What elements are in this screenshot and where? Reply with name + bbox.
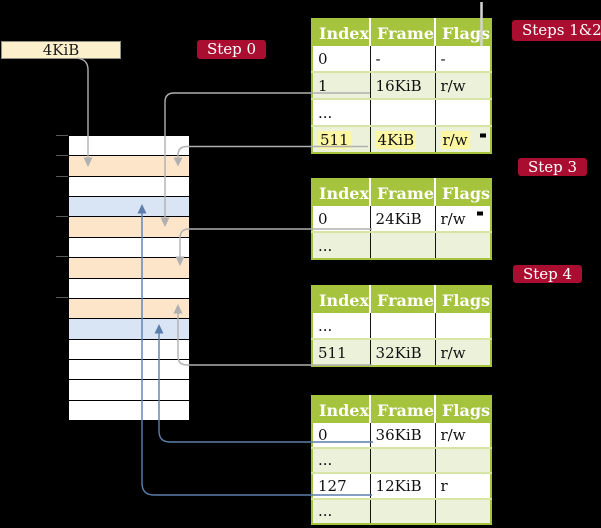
- table-row: 511 32KiB r/w: [312, 338, 492, 366]
- cell-flags: r/w: [435, 125, 492, 153]
- cell-flags: r/w: [435, 71, 492, 99]
- cell-frame: [370, 98, 436, 126]
- table-header-row: Index Frame Flags: [312, 19, 492, 46]
- cell-index: 1: [312, 71, 371, 99]
- highlighted-value: 4KiB: [375, 130, 417, 149]
- memory-tick: [56, 155, 68, 156]
- highlighted-value: 511: [318, 130, 351, 149]
- cell-frame: 4KiB: [370, 125, 436, 153]
- physical-memory-column: [68, 135, 190, 421]
- cell-frame: 16KiB: [370, 71, 436, 99]
- memory-row-white: [69, 380, 189, 401]
- cell-index: 511: [312, 125, 371, 153]
- cell-frame: [370, 497, 436, 524]
- cell-flags: r/w: [435, 423, 492, 448]
- cell-frame: [370, 231, 436, 259]
- page-table-step-3: Index Frame Flags 0 24KiB r/w ...: [311, 178, 493, 260]
- table-header-row: Index Frame Flags: [312, 396, 492, 423]
- cell-index: ...: [312, 98, 371, 126]
- header-flags: Flags: [435, 396, 492, 423]
- page-table-steps-1-2: Index Frame Flags 0 - - 1 16KiB r/w ... …: [311, 18, 493, 154]
- header-index: Index: [312, 19, 372, 46]
- cell-frame: [370, 446, 436, 473]
- cell-flags: [435, 497, 492, 524]
- table-row-highlighted: 511 4KiB r/w: [312, 125, 492, 153]
- table-header-row: Index Frame Flags: [312, 179, 492, 206]
- cell-index: 0: [312, 423, 371, 448]
- cell-index: 127: [312, 472, 371, 499]
- memory-tick: [56, 256, 68, 257]
- table-row: ...: [312, 98, 492, 126]
- cell-frame: 24KiB: [370, 206, 436, 232]
- header-frame: Frame: [370, 286, 437, 313]
- header-index: Index: [312, 396, 372, 423]
- memory-row-white: [69, 278, 189, 299]
- cell-frame: 12KiB: [370, 472, 436, 499]
- cell-flags: r: [435, 472, 492, 499]
- frame-address-box: 4KiB: [1, 41, 121, 59]
- cell-index: ...: [312, 497, 371, 524]
- cell-flags: [435, 231, 492, 259]
- memory-tick: [56, 297, 68, 298]
- memory-row-peach: [69, 217, 189, 238]
- memory-row-white: [69, 400, 189, 421]
- table-row: 0 - -: [312, 46, 492, 72]
- badge-step-4: Step 4: [513, 265, 583, 283]
- header-index: Index: [312, 179, 372, 206]
- cell-flags: -: [435, 46, 492, 72]
- memory-row-white: [69, 339, 189, 360]
- memory-tick: [56, 176, 68, 177]
- header-index: Index: [312, 286, 372, 313]
- cell-flags: [435, 98, 492, 126]
- memory-tick: [56, 216, 68, 217]
- table-row: ...: [312, 446, 492, 473]
- cell-flags: r/w: [435, 206, 492, 232]
- page-table-step-4: Index Frame Flags ... 511 32KiB r/w: [311, 285, 493, 367]
- cell-frame: -: [370, 46, 436, 72]
- page-table-bottom: Index Frame Flags 0 36KiB r/w ... 127 12…: [311, 395, 493, 525]
- table-header-row: Index Frame Flags: [312, 286, 492, 313]
- cell-flags: [435, 446, 492, 473]
- memory-row-white: [69, 359, 189, 381]
- table-row: ...: [312, 497, 492, 524]
- table-row: ...: [312, 313, 492, 339]
- table-row: 0 36KiB r/w: [312, 423, 492, 448]
- table-row: ...: [312, 231, 492, 259]
- header-flags: Flags: [435, 19, 492, 46]
- table-row: 127 12KiB r: [312, 472, 492, 499]
- cell-index: 0: [312, 46, 371, 72]
- memory-row-peach: [69, 156, 189, 177]
- cell-index: ...: [312, 231, 371, 259]
- cell-index: ...: [312, 313, 371, 339]
- cell-index: 511: [312, 338, 371, 366]
- header-flags: Flags: [435, 179, 492, 206]
- memory-row-peach: [69, 258, 189, 279]
- highlighted-value: r/w: [440, 130, 470, 149]
- header-flags: Flags: [435, 286, 492, 313]
- table-row: 0 24KiB r/w: [312, 206, 492, 232]
- cell-index: 0: [312, 206, 371, 232]
- memory-row-blue: [69, 197, 189, 218]
- header-frame: Frame: [370, 396, 437, 423]
- memory-row-peach: [69, 298, 189, 320]
- memory-tick: [56, 135, 68, 136]
- header-frame: Frame: [370, 179, 437, 206]
- cell-frame: [370, 313, 436, 339]
- cell-frame: 36KiB: [370, 423, 436, 448]
- table-row: 1 16KiB r/w: [312, 71, 492, 99]
- memory-row-blue: [69, 319, 189, 340]
- memory-row-white: [69, 176, 189, 198]
- cell-flags: [435, 313, 492, 339]
- memory-row-white: [69, 136, 189, 157]
- cell-index: ...: [312, 446, 371, 473]
- badge-step-0: Step 0: [197, 40, 267, 59]
- header-frame: Frame: [370, 19, 437, 46]
- badge-step-3: Step 3: [518, 158, 588, 176]
- memory-row-white: [69, 237, 189, 259]
- cell-frame: 32KiB: [370, 338, 436, 366]
- badge-steps-1-2: Steps 1&2: [512, 20, 601, 41]
- cell-flags: r/w: [435, 338, 492, 366]
- frame-address-label: 4KiB: [42, 41, 80, 59]
